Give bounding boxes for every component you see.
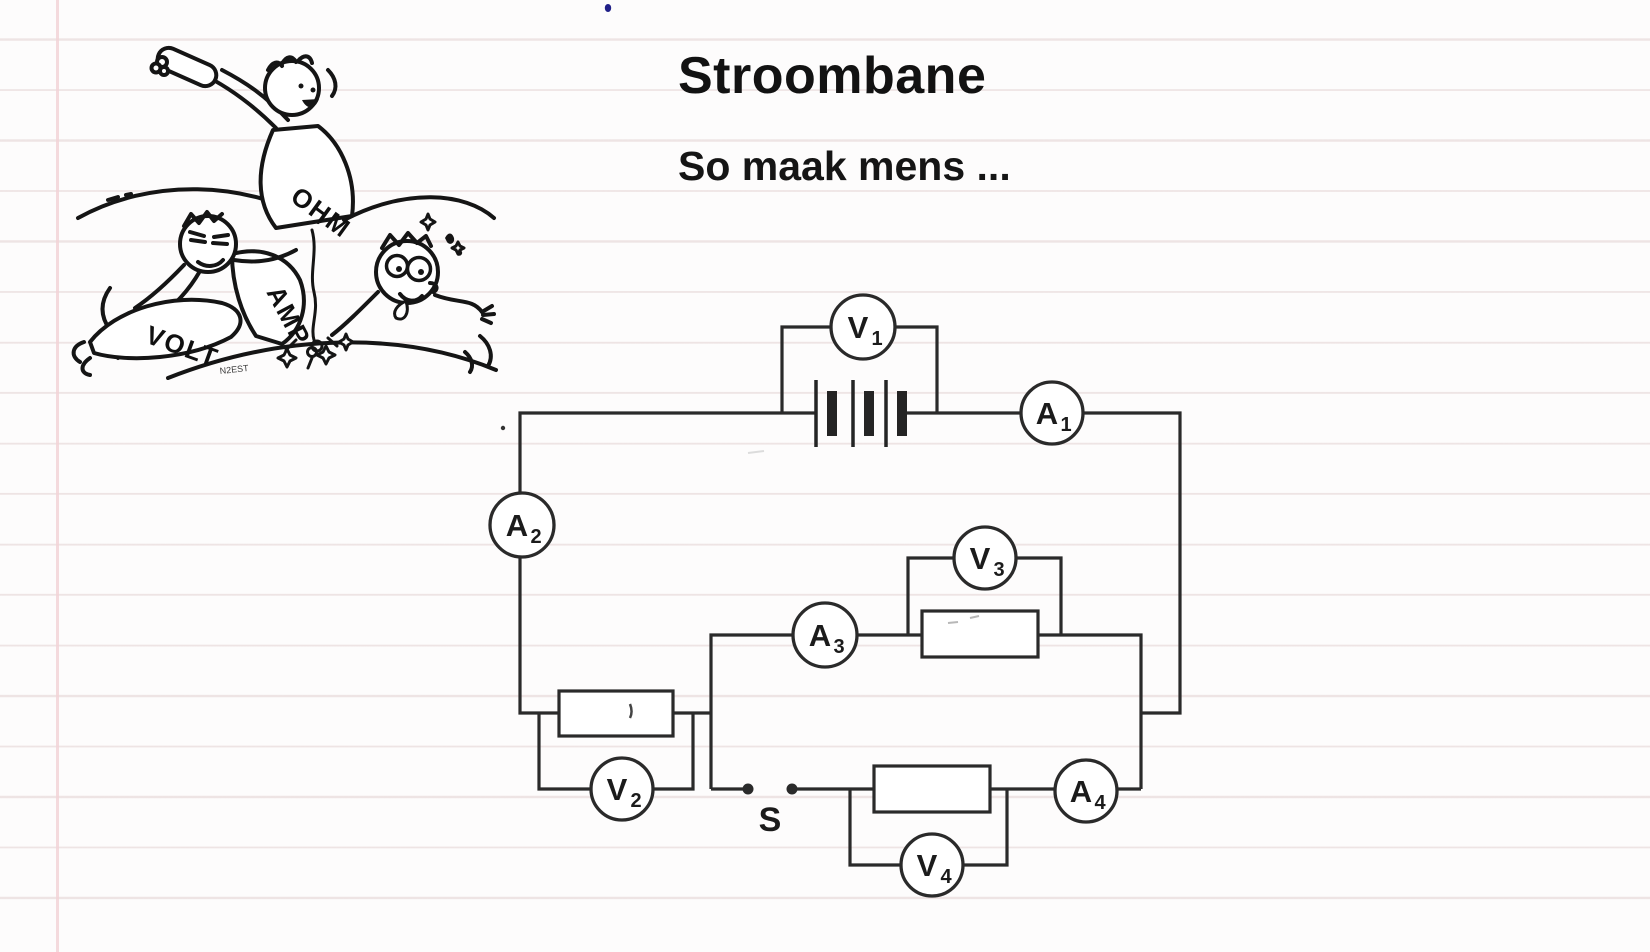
meter-label: A (1070, 774, 1092, 809)
switch-label: S (759, 801, 782, 839)
ammeter-a1: A 1 (1019, 380, 1085, 446)
voltmeter-v2: V 2 (589, 756, 655, 822)
ammeter-a3: A 3 (791, 601, 859, 669)
faint-mark (969, 615, 980, 619)
page-subtitle: So maak mens ... (678, 143, 1011, 189)
meter-label: V (848, 310, 869, 345)
meter-label: A (809, 618, 831, 653)
meter-label-sub: 1 (871, 328, 882, 350)
ink-speck (500, 425, 506, 431)
voltmeter-v1: V 1 (829, 293, 897, 361)
voltmeter-v4: V 4 (899, 832, 965, 898)
cartoon-signature: N2EST (219, 363, 249, 376)
cartoon-volt-rocket (71, 297, 243, 377)
wire-branch-top-right (1038, 633, 1143, 789)
cartoon-ohm-amp-volt: OHM AMP VOLT (71, 45, 498, 380)
meter-label-sub: 2 (530, 526, 541, 548)
stray-marks (500, 4, 980, 719)
meter-label-sub: 2 (630, 790, 641, 812)
meter-label-sub: 3 (833, 636, 844, 658)
meter-label-sub: 4 (1094, 792, 1106, 814)
ammeter-a2: A 2 (488, 491, 556, 559)
cartoon-kid-scared (330, 231, 496, 337)
resistor-bottom-branch (872, 764, 992, 814)
tick-mark (628, 703, 633, 719)
sparkle-stars (276, 212, 466, 369)
meter-label: V (607, 772, 628, 807)
faint-smudge (747, 450, 765, 454)
switch-s: S (742, 783, 798, 839)
ammeter-a4: A 4 (1053, 758, 1119, 824)
faint-mark (947, 621, 959, 624)
meters: V 1 A 1 A 2 V 3 A 3 V 2 A (488, 293, 1119, 898)
meter-label-sub: 3 (993, 559, 1004, 581)
voltmeter-v3: V 3 (952, 525, 1018, 591)
resistor-left (557, 689, 675, 738)
meter-label: V (970, 541, 991, 576)
wire-top-right-loop (907, 411, 1182, 715)
blue-pen-dot (604, 4, 612, 12)
resistor-top-branch (920, 609, 1040, 659)
wire-top-left-loop (518, 411, 815, 715)
meter-label-sub: 1 (1060, 414, 1071, 436)
meter-label: A (506, 508, 528, 543)
page-title: Stroombane (678, 47, 987, 105)
cartoon-kid-ohm (149, 45, 355, 230)
meter-label: V (917, 848, 938, 883)
meter-label: A (1036, 396, 1058, 431)
battery-symbol (814, 380, 907, 447)
meter-label-sub: 4 (940, 866, 952, 888)
